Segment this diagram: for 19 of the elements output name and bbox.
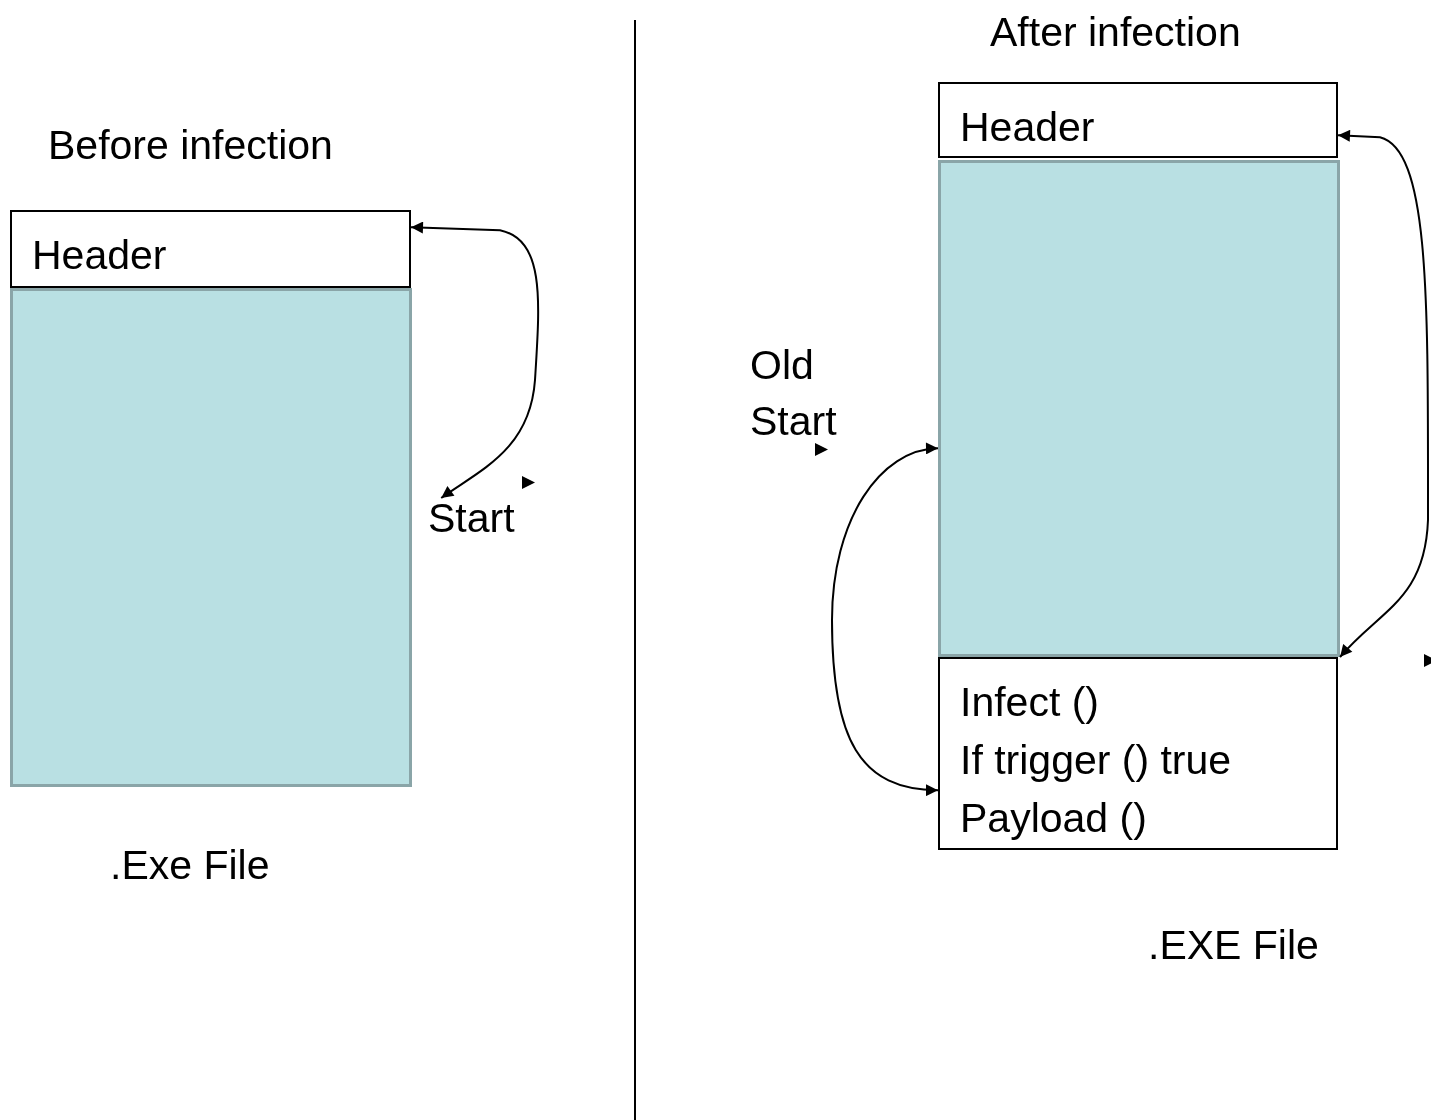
curved-arrow: [410, 221, 540, 499]
file-caption: .Exe File: [110, 841, 270, 890]
header-box: [938, 82, 1338, 158]
code-box: [938, 657, 1338, 850]
file-body-box: [938, 160, 1340, 657]
code-line: Infect (): [960, 678, 1099, 727]
file-caption: .EXE File: [1148, 921, 1319, 970]
start-label: Start: [428, 498, 538, 550]
header-label: Header: [32, 231, 167, 280]
section-heading: After infection: [990, 8, 1241, 57]
curved-arrow: [1337, 129, 1429, 658]
old-start-label: Old Start: [750, 341, 838, 446]
code-line: Payload (): [960, 794, 1147, 843]
code-line: If trigger () true: [960, 736, 1232, 785]
file-body-box: [10, 288, 412, 787]
section-heading: Before infection: [48, 121, 333, 170]
header-box: [10, 210, 411, 288]
curved-arrow: [831, 443, 939, 796]
header-label: Header: [960, 103, 1095, 152]
